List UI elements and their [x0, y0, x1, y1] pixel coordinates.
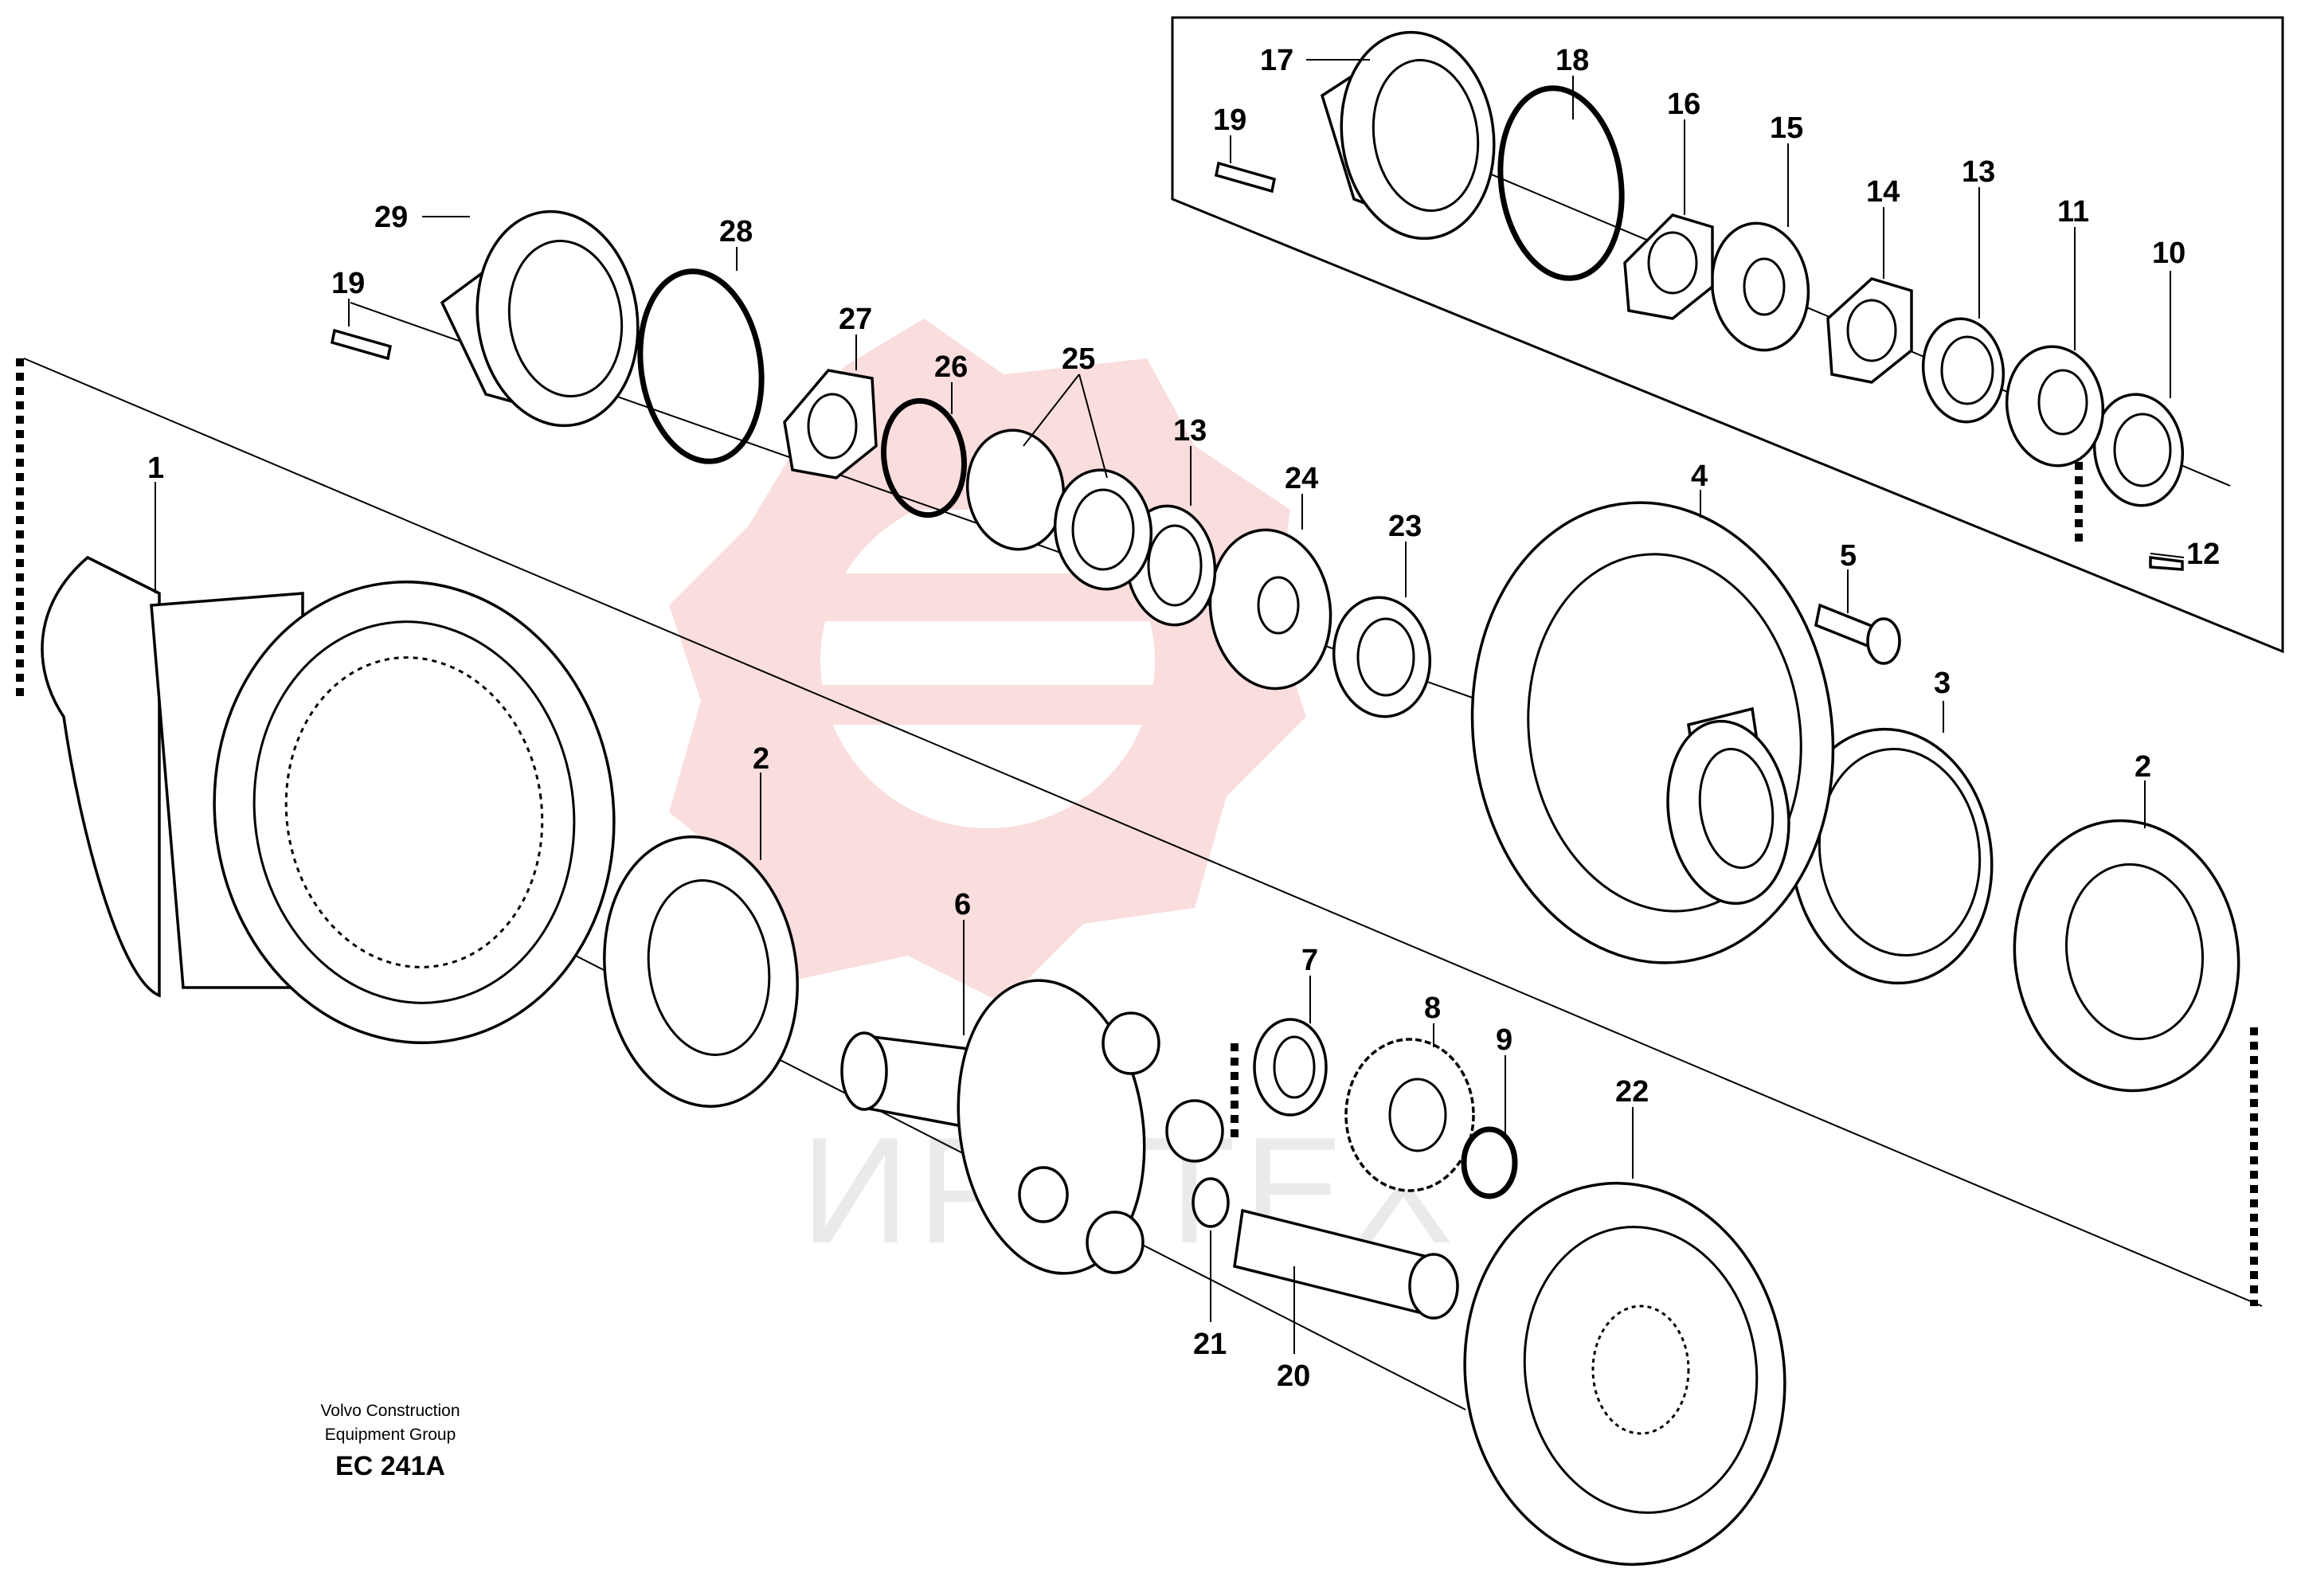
part-25-tab-washers: [965, 428, 1153, 591]
callout-18: 18: [1555, 44, 1589, 77]
callout-11: 11: [2057, 195, 2089, 229]
callout-5: 5: [1840, 539, 1857, 573]
part-2-bearing-left: [603, 835, 799, 1108]
part-26-snap-ring: [880, 397, 968, 518]
part-5-bolt: [1814, 603, 1901, 665]
part-7-needle-bearing: [1253, 1018, 1328, 1117]
callout-6: 6: [954, 888, 971, 921]
part-22-brake-assembly: [1463, 1181, 1786, 1567]
callout-1: 1: [147, 452, 164, 485]
main-axis-line: [23, 358, 2263, 1307]
part-18-o-ring: [1497, 85, 1625, 281]
part-11-lock-plate: [2005, 345, 2105, 467]
callout-25: 25: [1062, 342, 1095, 376]
part-20-sun-gear-shaft: [1233, 1208, 1459, 1320]
credit-company-line2: Equipment Group: [324, 1426, 456, 1444]
callout-28: 28: [719, 215, 753, 248]
part-2-bearing-right: [2013, 819, 2240, 1093]
part-28-o-ring: [637, 268, 765, 464]
callout-19-inset: 19: [1213, 104, 1246, 137]
callout-13-inset: 13: [1962, 155, 1995, 189]
callout-8: 8: [1424, 992, 1441, 1025]
callout-21: 21: [1193, 1328, 1227, 1361]
part-4-wheel-hub: [1470, 501, 1835, 964]
part-13-washer-inset: [1921, 317, 2005, 424]
callout-24: 24: [1285, 462, 1318, 495]
callout-29: 29: [374, 201, 408, 234]
callout-20: 20: [1277, 1359, 1310, 1393]
part-10-washer: [2092, 393, 2185, 507]
callout-3: 3: [1934, 667, 1951, 700]
callout-14: 14: [1866, 175, 1900, 209]
part-27-nut: [783, 369, 878, 479]
callout-10: 10: [2152, 237, 2185, 270]
callout-9: 9: [1496, 1023, 1512, 1057]
callout-2-right: 2: [2135, 750, 2151, 784]
part-19-bolt-inset: [1214, 161, 1277, 194]
callout-26: 26: [934, 350, 968, 384]
part-6-planet-carrier: [840, 979, 1224, 1275]
part-12-pin: [2149, 556, 2184, 571]
part-14-nut: [1826, 277, 1913, 384]
part-24-lock-washer: [1208, 528, 1332, 690]
leader-lines: [155, 59, 2185, 1354]
part-17-cover: [1320, 30, 1496, 241]
callout-22: 22: [1615, 1075, 1649, 1109]
inset-frame: [1171, 16, 2284, 654]
callout-16: 16: [1667, 88, 1700, 121]
callout-19: 19: [331, 267, 365, 300]
part-9-circlip: [1461, 1126, 1518, 1199]
part-19-bolt: [330, 328, 393, 361]
callout-4: 4: [1691, 460, 1708, 493]
callout-7: 7: [1301, 944, 1318, 977]
callout-17: 17: [1260, 44, 1293, 77]
callout-13: 13: [1173, 414, 1207, 448]
drawing-code: EC 241A: [335, 1451, 445, 1481]
callout-2-left: 2: [753, 742, 769, 776]
callout-23: 23: [1388, 510, 1422, 543]
credit-company-line1: Volvo Construction: [320, 1402, 460, 1420]
part-29-cover: [440, 209, 640, 428]
callout-labels: 1 2 2 3 4 5 6 7 8 9 10 11 12 13 13 14 15…: [147, 44, 2220, 1393]
part-16-nut: [1623, 213, 1714, 320]
part-21-thrust-washer: [1192, 1177, 1230, 1228]
part-15-washer: [1710, 221, 1810, 352]
callout-12: 12: [2186, 538, 2220, 571]
part-1-hub-housing: [41, 555, 616, 1045]
callout-15: 15: [1770, 111, 1803, 145]
part-23-washer: [1332, 596, 1432, 718]
part-8-planet-gear: [1344, 1038, 1475, 1192]
callout-27: 27: [839, 303, 872, 336]
